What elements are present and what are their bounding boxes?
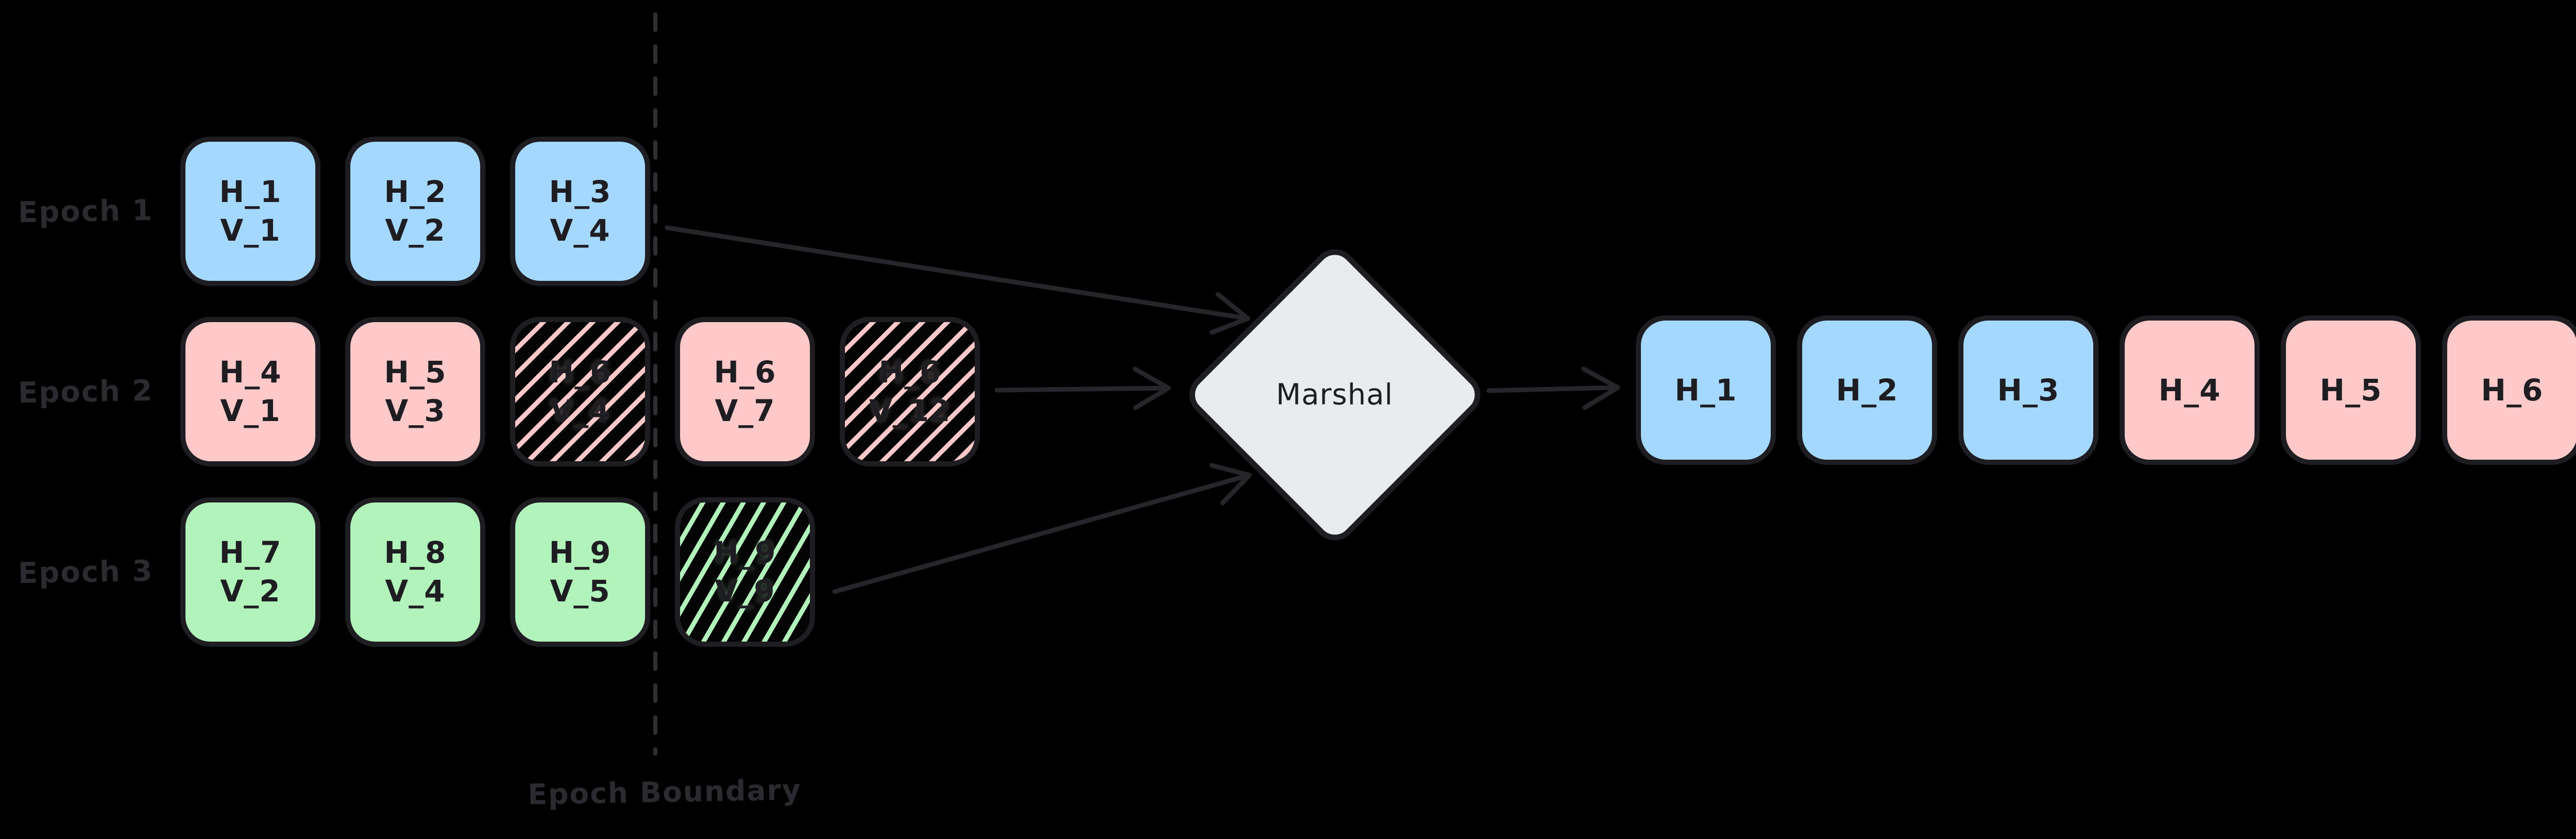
box-v-label: V_2 [385, 213, 446, 248]
epoch-label-3: Epoch 3 [18, 554, 154, 590]
box-v-label: V_4 [385, 574, 446, 609]
box-v-label: V_3 [385, 393, 446, 428]
box-h-label: H_3 [549, 174, 612, 210]
box-h-label: H_9 [714, 535, 776, 570]
box-v-label: V_1 [220, 393, 281, 428]
box-h-label: H_3 [1997, 372, 2060, 408]
box-v-label: V_2 [220, 574, 281, 609]
box-h-label: H_2 [1836, 372, 1899, 408]
arrow-marshal-to-output [1486, 366, 1620, 410]
box-h-label: H_7 [219, 535, 282, 570]
box-h-label: H_2 [384, 174, 447, 210]
output-box-H_5: H_5 [2281, 315, 2421, 465]
arrow-epoch3-to-marshal [832, 463, 1252, 594]
box-h-label: H_1 [1674, 372, 1737, 408]
epoch-boundary-label: Epoch Boundary [527, 773, 802, 811]
box-h-label: H_5 [2319, 372, 2382, 408]
box-v-label: V_4 [550, 213, 611, 248]
box-v-label: V_12 [869, 393, 951, 428]
epoch-label-1: Epoch 1 [18, 193, 154, 229]
box-v-label: V_4 [550, 393, 611, 428]
box-h-label: H_1 [219, 174, 282, 210]
output-box-H_1: H_1 [1636, 315, 1776, 465]
box-h-label: H_6 [878, 355, 941, 390]
box-h-label: H_6 [714, 355, 776, 390]
box-v-label: V_1 [220, 213, 281, 248]
output-box-H_6: H_6 [2442, 315, 2576, 465]
box-v-label: V_9 [715, 574, 775, 609]
box-v-label: V_5 [550, 574, 611, 609]
box-h-label: H_4 [219, 355, 282, 390]
box-h-label: H_5 [384, 355, 447, 390]
box-v-label: V_7 [715, 393, 775, 428]
box-h-label: H_6 [549, 355, 612, 390]
output-box-H_4: H_4 [2120, 315, 2260, 465]
output-box-H_2: H_2 [1797, 315, 1937, 465]
arrow-epoch1-to-marshal [665, 225, 1250, 335]
box-h-label: H_9 [549, 535, 612, 570]
box-h-label: H_6 [2481, 372, 2544, 408]
output-box-H_3: H_3 [1958, 315, 2098, 465]
marshal-label: Marshal [1276, 378, 1394, 412]
arrow-epoch2-to-marshal [994, 366, 1171, 410]
box-h-label: H_4 [2158, 372, 2221, 408]
box-h-label: H_8 [384, 535, 447, 570]
epoch-label-2: Epoch 2 [18, 374, 154, 410]
